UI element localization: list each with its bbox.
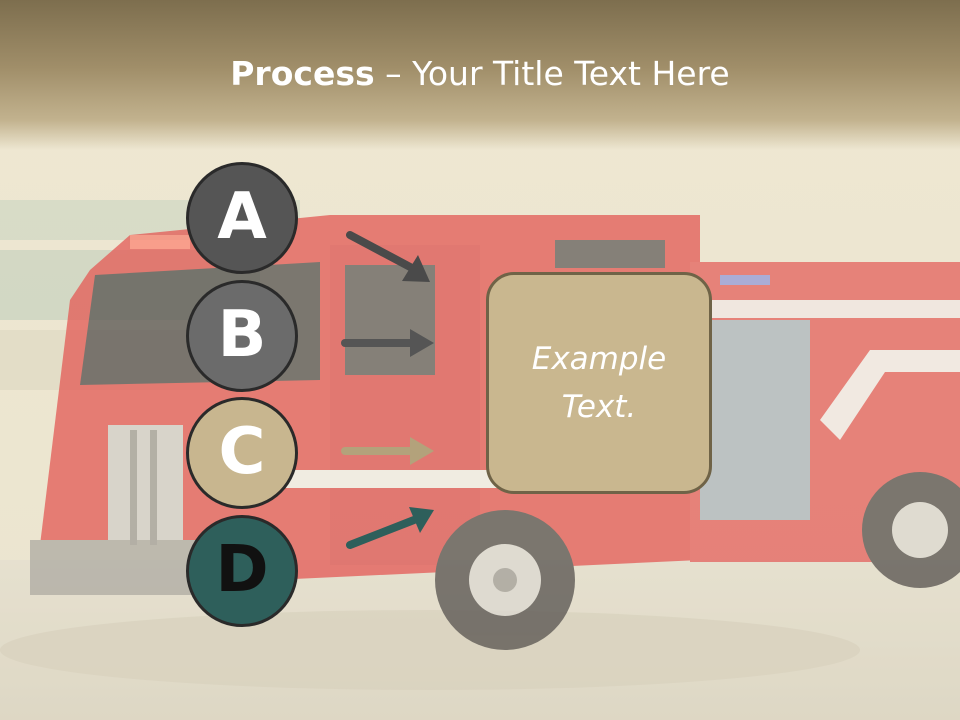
step-b-circle: B bbox=[186, 280, 298, 392]
step-a-label: A bbox=[217, 180, 267, 254]
step-d-label: D bbox=[215, 533, 269, 607]
example-text: Example Text. bbox=[531, 341, 667, 425]
arrow-a bbox=[346, 231, 430, 282]
step-a-circle: A bbox=[186, 162, 298, 274]
title-band bbox=[0, 0, 960, 150]
step-c-circle: C bbox=[186, 397, 298, 509]
step-c-label: C bbox=[218, 415, 266, 489]
step-b-label: B bbox=[217, 298, 267, 372]
arrow-d bbox=[346, 507, 434, 549]
arrow-c bbox=[341, 437, 434, 465]
title-bold-part: Process bbox=[230, 54, 375, 93]
step-d-circle: D bbox=[186, 515, 298, 627]
arrow-b bbox=[341, 329, 434, 357]
title-rest-part: – Your Title Text Here bbox=[374, 54, 730, 93]
example-text-box: Example Text. bbox=[486, 272, 712, 494]
slide-title: Process – Your Title Text Here bbox=[0, 54, 960, 94]
